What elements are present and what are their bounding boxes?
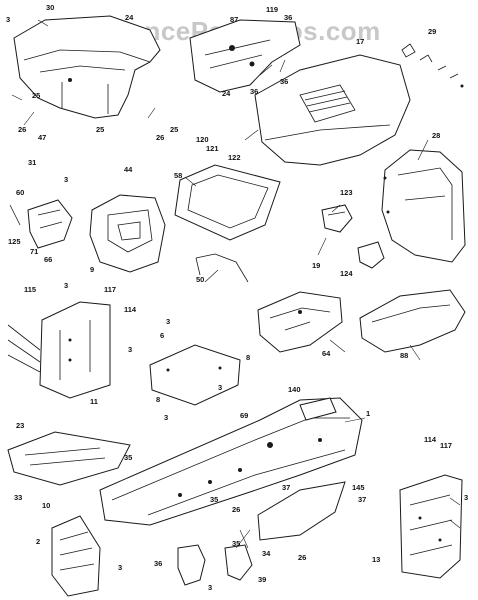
callout-label: 28 [432,131,440,140]
callout-label: 115 [24,285,36,294]
callout-label: 37 [282,483,290,492]
callout-label: 119 [266,5,278,14]
callout-label: 114 [124,305,137,314]
part-bracket-35 [177,544,253,586]
callout-label: 124 [340,269,353,278]
part-grille-17 [254,54,411,166]
callout-label: 117 [104,285,116,294]
callout-label: 123 [340,188,353,197]
callout-label: 10 [42,501,50,510]
part-hardware-29 [401,43,464,88]
callout-label: 60 [16,188,24,197]
callout-label: 39 [258,575,266,584]
leader-lines [11,19,461,549]
part-dash-87 [189,19,301,93]
part-dash-plate-13 [399,474,463,579]
part-front-plate-2 [51,515,101,597]
callout-label: 19 [312,261,320,270]
callout-label: 58 [174,171,182,180]
part-plate-6 [149,344,241,406]
callout-label: 35 [232,539,240,548]
callout-label: 140 [288,385,301,394]
part-rod-50 [195,253,249,283]
callout-label: 11 [90,397,98,406]
callout-label: 145 [352,483,365,492]
callout-label: 3 [128,345,132,354]
callout-label: 24 [222,89,231,98]
callout-label: 3 [118,563,122,572]
callout-label: 36 [284,13,292,22]
callout-label: 36 [154,559,162,568]
callout-label: 3 [64,175,68,184]
callout-label: 36 [250,87,258,96]
callout-label: 23 [16,421,24,430]
part-bracket-124 [357,241,385,269]
part-tank-9 [89,194,166,273]
callout-label: 35 [210,495,218,504]
part-dash-plate-11 [7,301,111,399]
callout-label: 35 [124,453,132,462]
callout-label: 71 [30,247,38,256]
callout-label: 34 [262,549,271,558]
callout-label: 6 [160,331,164,340]
callout-label: 2 [36,537,40,546]
part-battery-tray-58 [174,164,281,241]
part-bracket-60-66 [9,199,73,249]
callout-label: 25 [96,125,104,134]
callout-label: 64 [322,349,331,358]
callout-label: 17 [356,37,364,46]
part-footrest-33 [7,431,131,486]
callout-label: 114 [424,435,437,444]
callout-label: 50 [196,275,204,284]
part-side-panel-28 [381,149,466,263]
callout-label: 26 [156,133,164,142]
callout-label: 3 [64,281,68,290]
callout-label: 3 [464,493,468,502]
callout-label: 87 [230,15,238,24]
callout-label: 88 [400,351,408,360]
callout-label: 120 [196,135,209,144]
part-frame-1 [99,397,363,526]
callout-label: 25 [170,125,178,134]
callout-label: 3 [166,317,170,326]
callout-label: 29 [428,27,436,36]
callout-label: 36 [280,77,288,86]
callout-label: 30 [46,3,54,12]
callout-label: 13 [372,555,380,564]
callout-label: 3 [6,15,10,24]
part-steering-bracket-64 [257,291,343,353]
callout-label: 3 [218,383,222,392]
callout-label: 26 [18,125,26,134]
callout-label: 8 [246,353,250,362]
callout-label: 25 [32,91,40,100]
callout-label: 3 [164,413,168,422]
callout-label: 117 [440,441,452,450]
callout-label: 66 [44,255,52,264]
callout-label: 24 [125,13,134,22]
part-lower-panel-34 [257,481,346,541]
callout-label: 33 [14,493,22,502]
callout-label: 122 [228,153,241,162]
callout-label: 31 [28,158,36,167]
callout-label: 1 [366,409,370,418]
callout-label: 69 [240,411,248,420]
callout-labels: 3 30 24 87 119 36 29 17 36 24 36 25 26 2… [6,3,468,592]
callout-label: 26 [232,505,240,514]
callout-label: 37 [358,495,366,504]
callout-label: 8 [156,395,160,404]
part-hood-30 [13,15,161,119]
callout-label: 3 [208,583,212,592]
part-fender-88 [359,289,466,353]
callout-label: 121 [206,144,219,153]
part-bracket-123 [321,204,353,233]
callout-label: 9 [90,265,94,274]
callout-label: 125 [8,237,21,246]
callout-label: 44 [124,165,133,174]
callout-label: 26 [298,553,306,562]
callout-label: 47 [38,133,46,142]
